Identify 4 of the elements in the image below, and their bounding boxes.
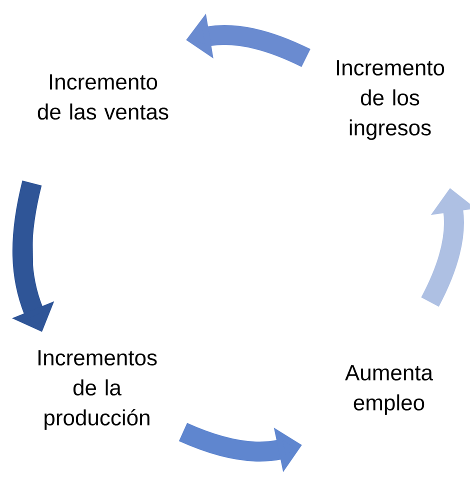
cycle-label: Incrementos de la producción (38, 350, 157, 430)
cycle-label: Incremento de los ingresos (337, 60, 444, 140)
cycle-label: Aumenta empleo (345, 365, 433, 415)
cycle-label: Incremento de las ventas (38, 74, 168, 120)
